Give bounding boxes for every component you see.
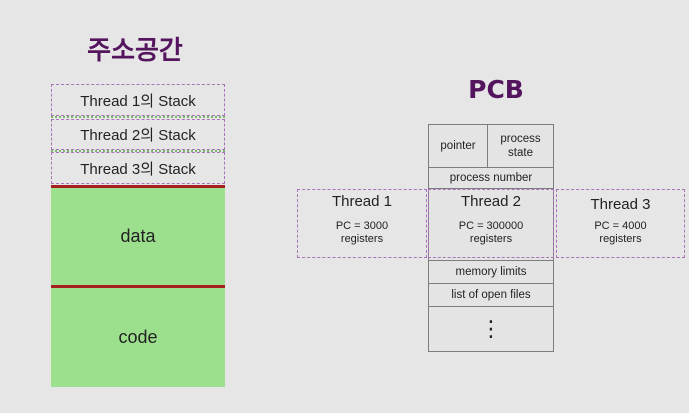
thread3-name: Thread 3 (590, 196, 651, 213)
address-space-title: 주소공간 (87, 36, 183, 66)
thread1-registers: registers (340, 233, 384, 245)
thread2-registers: registers (469, 233, 513, 245)
pcb-title: PCB (468, 75, 524, 104)
pcb-pointer: pointer (428, 124, 488, 168)
pcb-process-state: process state (487, 124, 554, 168)
thread3-pc: PC = 4000 (594, 220, 647, 232)
stack-separator (51, 150, 225, 152)
thread2-name: Thread 2 (460, 193, 522, 210)
segment-divider-middle (51, 285, 225, 288)
process-state-line2: state (508, 147, 533, 159)
thread1-box: Thread 1 PC = 3000 registers (297, 189, 427, 258)
stack-separator (51, 116, 225, 118)
process-state-line1: process (500, 133, 541, 145)
thread3-registers: registers (599, 233, 642, 245)
thread3-box: Thread 3 PC = 4000 registers (556, 189, 685, 258)
thread3-stack: Thread 3의 Stack (51, 152, 225, 184)
pcb-memory-limits: memory limits (428, 260, 554, 284)
pcb-process-number: process number (428, 167, 554, 189)
thread2-pc: PC = 300000 (458, 220, 524, 232)
thread1-pc: PC = 3000 (335, 220, 389, 232)
segment-divider-top (51, 185, 225, 188)
thread2-box: Thread 2 PC = 300000 registers (428, 189, 554, 258)
thread1-name: Thread 1 (331, 193, 393, 210)
code-segment: code (51, 288, 225, 387)
thread2-stack: Thread 2의 Stack (51, 119, 225, 150)
data-segment: data (51, 188, 225, 285)
pcb-more-ellipsis: ⋮ (428, 306, 554, 352)
thread1-stack: Thread 1의 Stack (51, 84, 225, 116)
pcb-open-files: list of open files (428, 283, 554, 307)
